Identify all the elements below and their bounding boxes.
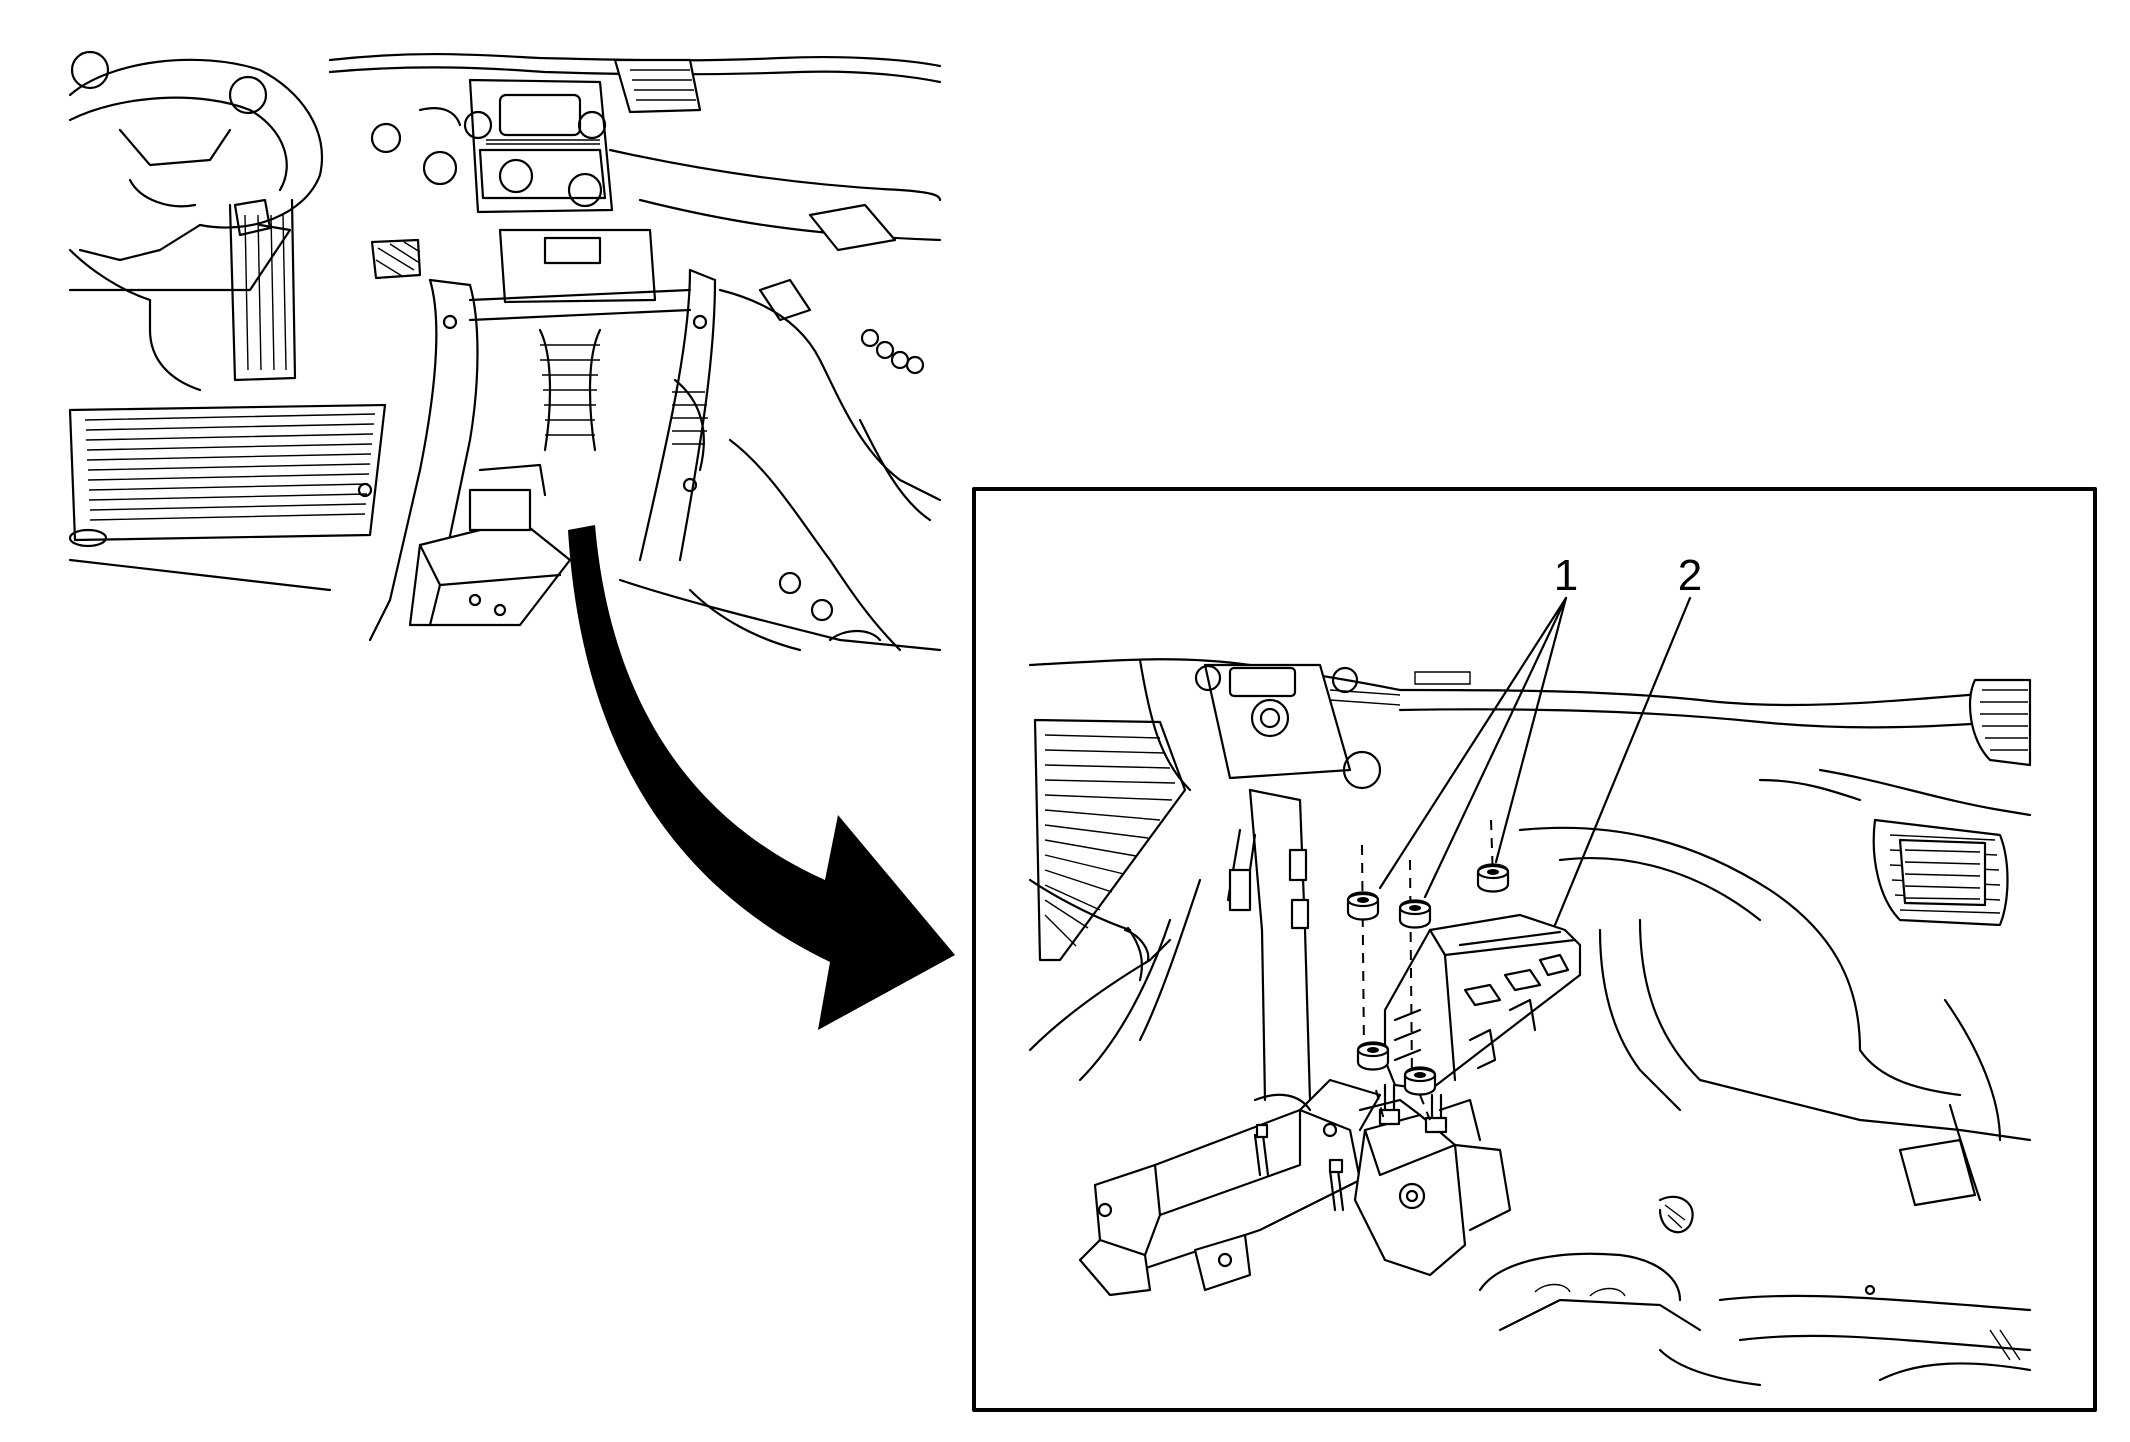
control-module: [1383, 913, 1582, 1092]
mounting-bracket: [1078, 1078, 1382, 1297]
steering-wheel: [68, 50, 323, 262]
callout-leaders: [1378, 596, 1692, 927]
overview-illustration: [68, 50, 942, 652]
mounting-studs: [1378, 1083, 1448, 1134]
detail-illustration: [1028, 596, 2032, 1387]
overview-centre-stack: [370, 78, 614, 214]
callout-1: 1: [1554, 551, 1578, 600]
overview-console-frame: [357, 228, 717, 642]
overview-bellows: [538, 328, 708, 472]
detail-vent-top: [1968, 678, 2032, 767]
overview-vent: [613, 58, 702, 114]
overview-floor-mat: [68, 403, 387, 542]
zoom-arrow: [568, 525, 955, 1030]
retaining-nuts: [1346, 819, 1510, 1121]
detail-floor-mat: [1033, 718, 1187, 962]
overview-module-bracket: [408, 463, 572, 627]
mounting-plate: [1353, 1098, 1512, 1277]
callout-2: 2: [1678, 551, 1702, 600]
detail-frame: [972, 487, 2097, 1412]
